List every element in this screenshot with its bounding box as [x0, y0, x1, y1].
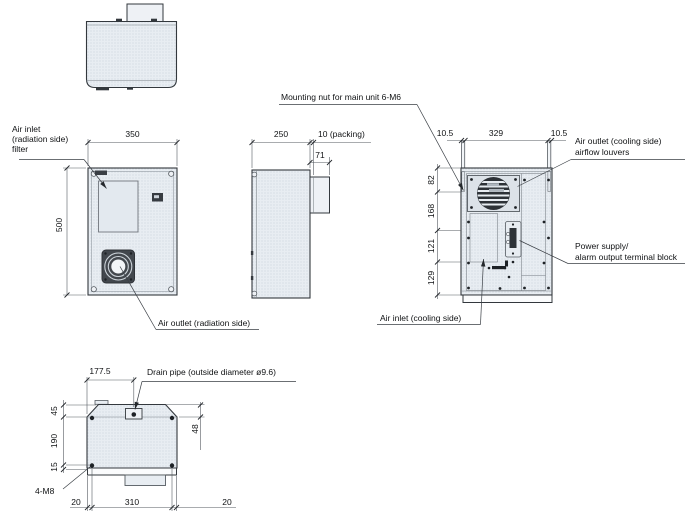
dim-bottom-190: 190: [49, 433, 59, 449]
bottom-duct: [124, 474, 166, 486]
brand-logo: [95, 170, 107, 175]
side-view: [250, 169, 330, 299]
fan-grille-radiation: [101, 249, 135, 284]
mounting-nut-label: Mounting nut for main unit 6-M6: [281, 92, 402, 102]
terminal-block: [505, 221, 522, 258]
dim-bottom-20-right: 20: [222, 497, 232, 507]
dim-rear-offset-right: 10.5: [550, 128, 568, 138]
dim-bottom-310: 310: [124, 497, 140, 507]
mounting-bracket-left: [461, 140, 466, 169]
rating-plate: [152, 193, 163, 202]
dim-rear-span: 329: [488, 128, 504, 138]
drain-pipe: [125, 408, 143, 420]
side-view-duct: [309, 176, 330, 214]
dim-front-height: 500: [54, 217, 64, 233]
air-outlet-cooling-line2: airflow louvers: [575, 147, 630, 157]
air-outlet-cooling-line1: Air outlet (cooling side): [575, 136, 662, 146]
dim-side-depth: 250: [273, 129, 289, 139]
leader-lines: [19, 104, 685, 490]
corner-screw: [90, 286, 97, 293]
dimension-ticks: [60, 137, 555, 511]
bolt-spec-label: 4-M8: [35, 486, 55, 496]
power-supply-line2: alarm output terminal block: [575, 252, 678, 262]
dim-bottom-15: 15: [49, 462, 59, 472]
dim-bottom-drain-x: 177.5: [89, 366, 111, 376]
rear-base: [462, 294, 553, 303]
top-view-body: [85, 20, 178, 89]
dimension-lines: [63, 139, 566, 511]
dim-side-duct: 71: [315, 150, 325, 160]
dim-rear-h4: 129: [426, 270, 436, 286]
bottom-base: [87, 467, 177, 476]
air-inlet-radiation-line3: filter: [12, 144, 29, 154]
bottom-view: [86, 400, 178, 486]
air-inlet-radiation-line1: Air inlet: [12, 124, 41, 134]
dim-front-width: 350: [125, 129, 140, 139]
air-inlet-radiation-line2: (radiation side): [12, 134, 69, 144]
air-inlet-radiation-label: Air inlet (radiation side) filter: [12, 124, 68, 154]
dim-bottom-20-left: 20: [71, 497, 81, 507]
mounting-bracket-right: [547, 140, 552, 169]
front-view: [87, 167, 178, 296]
dim-rear-h3: 121: [426, 238, 436, 254]
dim-bottom-45: 45: [49, 406, 59, 416]
dim-rear-h2: 168: [426, 203, 436, 219]
leader-arrowheads: [100, 181, 486, 410]
airflow-louvers: [467, 175, 520, 212]
mounting-bolts-4M8: [89, 415, 175, 468]
corner-screw: [168, 286, 175, 293]
dim-rear-offset-left: 10.5: [436, 128, 454, 138]
dim-rear-h1: 82: [426, 175, 436, 185]
top-view: [85, 3, 178, 91]
drain-pipe-label: Drain pipe (outside diameter ø9.6): [147, 367, 276, 377]
top-view-duct: [126, 3, 164, 22]
corner-screw: [168, 170, 175, 177]
rear-view: [460, 140, 553, 303]
power-supply-line1: Power supply/: [575, 241, 629, 251]
air-inlet-cooling-label: Air inlet (cooling side): [380, 313, 462, 323]
dim-side-packing: 10 (packing): [318, 129, 365, 139]
side-view-body: [251, 169, 311, 299]
dim-bottom-48: 48: [190, 424, 200, 434]
air-outlet-radiation-label: Air outlet (radiation side): [158, 318, 251, 328]
air-inlet-filter-panel: [98, 180, 139, 233]
